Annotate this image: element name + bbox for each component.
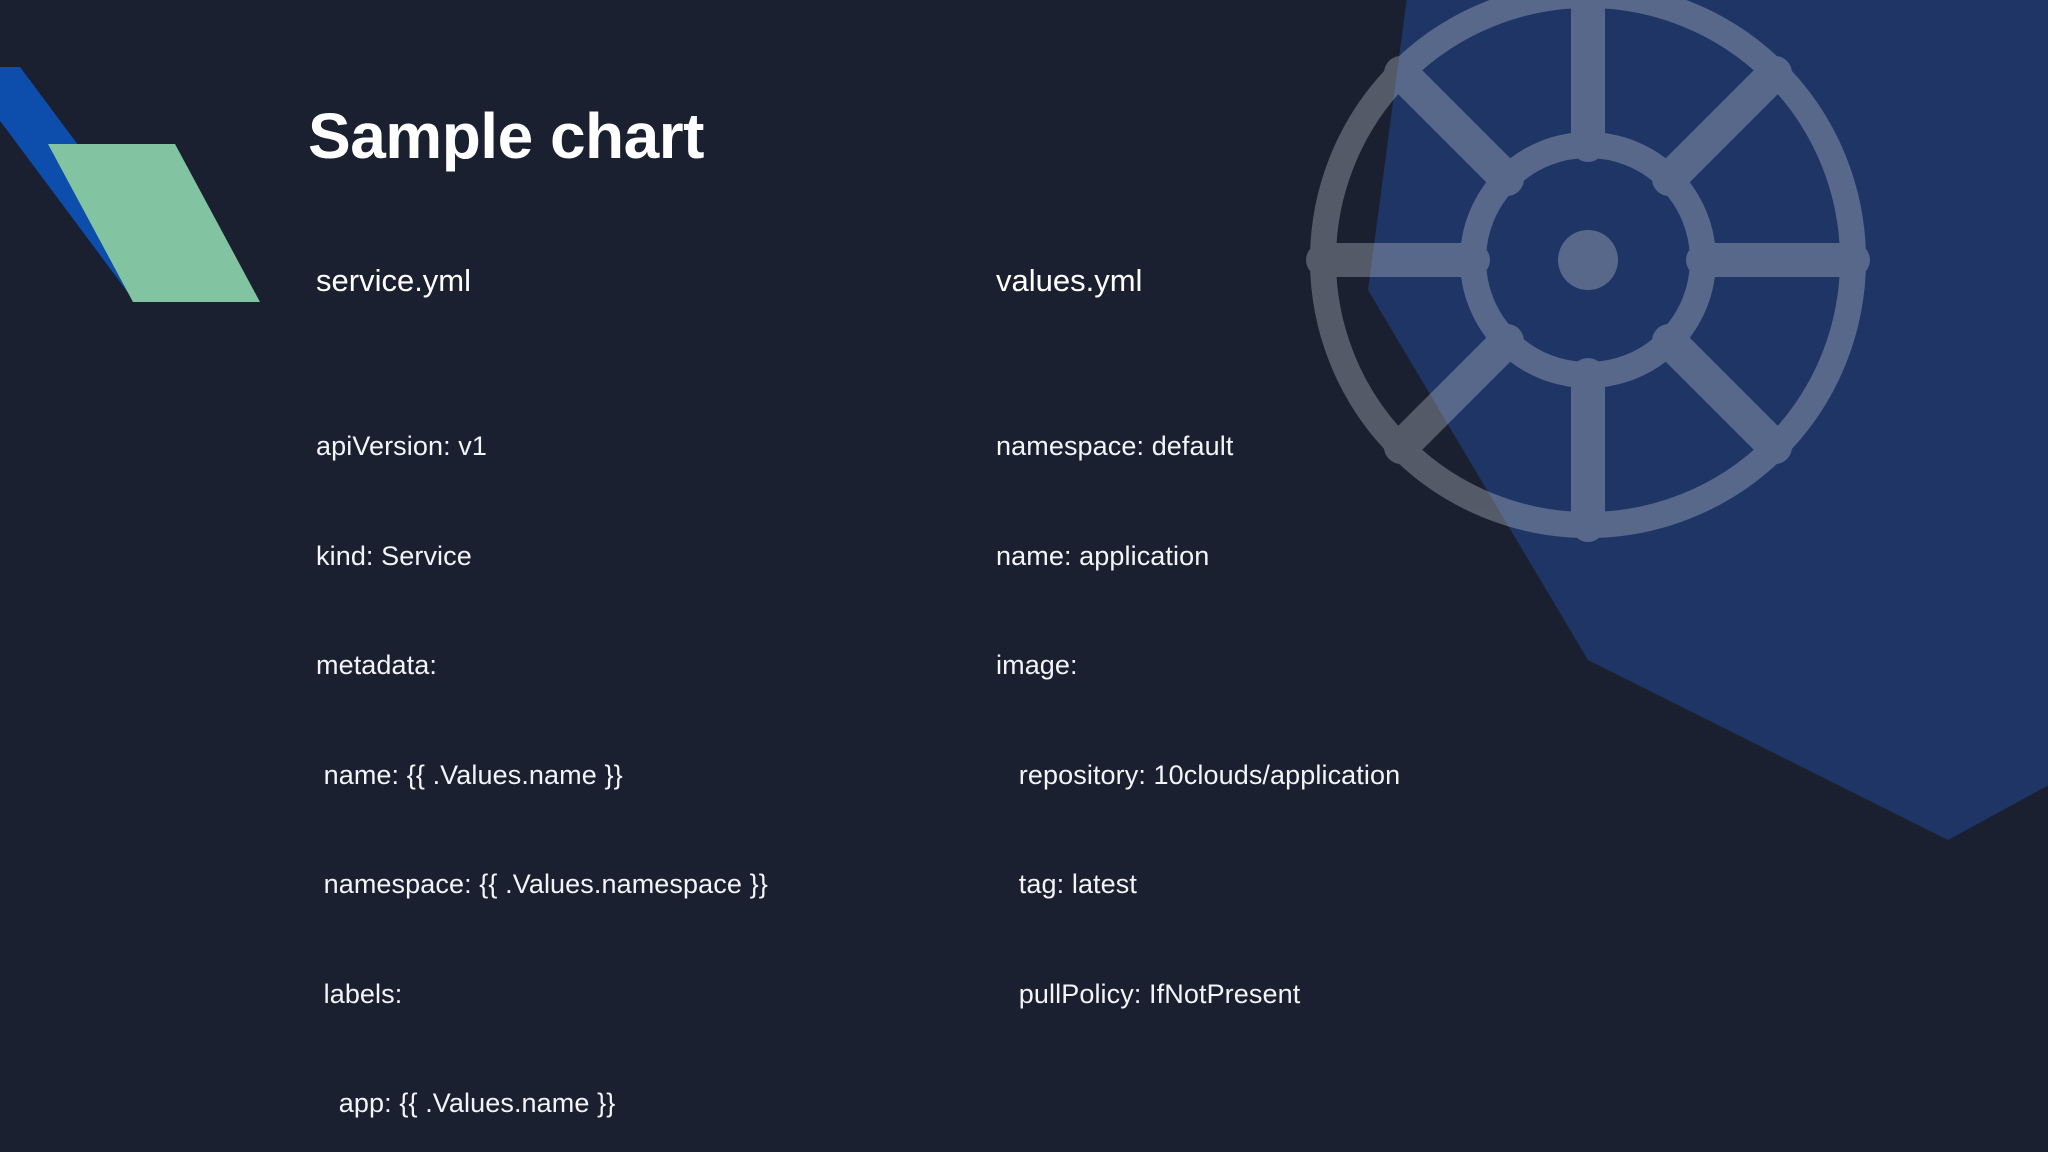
code-line: name: {{ .Values.name }} (316, 759, 623, 790)
code-line: labels: (316, 978, 403, 1009)
code-line: tag: latest (996, 869, 1137, 900)
code-line: pullPolicy: IfNotPresent (996, 978, 1301, 1009)
code-line: name: application (996, 540, 1210, 571)
code-column-service: service.yml apiVersion: v1 kind: Service… (316, 262, 996, 1152)
code-line: metadata: (316, 650, 437, 681)
logo-green-bar (48, 144, 260, 302)
code-line: app: {{ .Values.name }} (316, 1088, 616, 1119)
code-block-service: apiVersion: v1 kind: Service metadata: n… (316, 355, 996, 1152)
filename-label-service: service.yml (316, 263, 472, 298)
page-title: Sample chart (308, 100, 704, 172)
code-line: kind: Service (316, 540, 472, 571)
brand-logo (0, 67, 260, 302)
code-line: repository: 10clouds/application (996, 759, 1401, 790)
code-line-blank (996, 1085, 1676, 1122)
code-line: apiVersion: v1 (316, 431, 488, 462)
code-column-values: values.yml namespace: default name: appl… (996, 262, 1676, 1152)
code-block-values: namespace: default name: application ima… (996, 355, 1676, 1152)
code-columns: service.yml apiVersion: v1 kind: Service… (316, 262, 1816, 1152)
code-line: image: (996, 650, 1078, 681)
code-line: namespace: {{ .Values.namespace }} (316, 869, 768, 900)
filename-label-values: values.yml (996, 263, 1143, 298)
code-line: namespace: default (996, 431, 1234, 462)
